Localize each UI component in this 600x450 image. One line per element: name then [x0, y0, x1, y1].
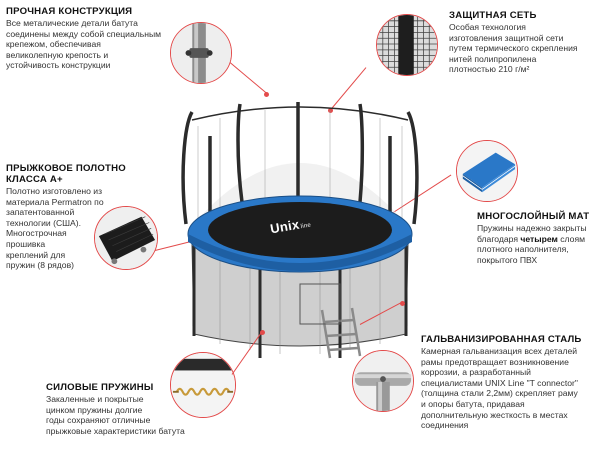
t-connector-icon [352, 350, 414, 412]
feature-net-line: плотностью 210 г/м² [449, 64, 530, 75]
feature-steel-line: рамы предотвращает возникновение [421, 356, 569, 367]
jumping-mat-icon [94, 206, 158, 270]
feature-mat-line: прошивка [6, 238, 46, 249]
feature-mat-line: пружин (8 рядов) [6, 260, 74, 271]
feature-mat: ПРЫЖКОВОЕ ПОЛОТНО КЛАССА А+ Полотно изго… [6, 163, 126, 271]
padding-layers-icon [456, 140, 518, 202]
feature-frame-title: ПРОЧНАЯ КОНСТРУКЦИЯ [6, 6, 133, 17]
feature-frame-text: Все металические детали батута соединены… [6, 18, 176, 71]
feature-pad-line: покрытого ПВХ [477, 254, 538, 265]
feature-mat-line: Полотно изготовлено из [6, 186, 103, 196]
steel-connector-dot [400, 301, 405, 306]
feature-steel-line: (толщина стали 2,2мм) скрепляет раму [421, 388, 578, 399]
feature-springs-title: СИЛОВЫЕ ПРУЖИНЫ [46, 382, 154, 393]
feature-steel-line: дополнительную жесткость в местах [421, 409, 568, 420]
feature-pad-line: плотного наполнителя, [477, 244, 569, 255]
springs-connector-dot [260, 330, 265, 335]
feature-net: ЗАЩИТНАЯ СЕТЬ Особая технология изготовл… [449, 10, 599, 75]
feature-steel-text: Камерная гальванизация всех деталей рамы… [421, 346, 599, 431]
feature-springs-line: цинком пружины долгие [46, 404, 143, 415]
frame-connector-dot [264, 92, 269, 97]
feature-mat-line: креплений для [6, 249, 66, 260]
feature-net-line: нитей полипропилена [449, 53, 537, 64]
feature-frame: ПРОЧНАЯ КОНСТРУКЦИЯ Все металические дет… [6, 6, 176, 71]
frame-connector-line [229, 62, 268, 94]
feature-mat-line: Многострочная [6, 228, 67, 239]
feature-mat-title-line: КЛАССА А+ [6, 174, 63, 185]
feature-steel-line: специалистами UNIX Line "T connector" [421, 377, 578, 388]
feature-mat-title-line: ПРЫЖКОВОЕ ПОЛОТНО [6, 163, 126, 174]
feature-springs-line: Закаленные и покрытые [46, 394, 144, 404]
safety-net-icon [376, 14, 438, 76]
feature-net-line: изготовления защитной сети [449, 32, 564, 43]
feature-steel-line: и опоры батута, придавая [421, 398, 525, 409]
feature-mat-line: материала Permatron по [6, 196, 104, 207]
feature-steel: ГАЛЬВАНИЗИРОВАННАЯ СТАЛЬ Камерная гальва… [421, 334, 599, 431]
feature-pad-text: Пружины надежно закрыты благодаря четыре… [477, 223, 599, 265]
feature-springs: СИЛОВЫЕ ПРУЖИНЫ Закаленные и покрытые ци… [46, 382, 216, 436]
feature-mat-text: Полотно изготовлено из материала Permatr… [6, 186, 126, 271]
feature-pad-title: МНОГОСЛОЙНЫЙ МАТ [477, 211, 590, 222]
brand-suffix: line [300, 222, 312, 231]
feature-net-title: ЗАЩИТНАЯ СЕТЬ [449, 10, 537, 21]
net-connector-dot [328, 108, 333, 113]
feature-pad-text-part: слоям [557, 233, 586, 244]
feature-mat-line: технологии (США). [6, 217, 82, 228]
feature-springs-line: прыжковые характеристики батута [46, 425, 185, 436]
feature-pad: МНОГОСЛОЙНЫЙ МАТ Пружины надежно закрыты… [477, 211, 599, 265]
feature-steel-title: ГАЛЬВАНИЗИРОВАННАЯ СТАЛЬ [421, 334, 582, 345]
feature-frame-line: крепежом, обеспечивая [6, 39, 101, 50]
frame-joint-icon [170, 22, 232, 84]
feature-pad-text-part: благодаря [477, 233, 521, 244]
feature-steel-line: Камерная гальванизация всех деталей [421, 346, 578, 356]
feature-net-line: путем термического скрепления [449, 43, 578, 54]
feature-pad-line: Пружины надежно закрыты [477, 223, 587, 233]
feature-frame-line: устойчивость конструкции [6, 60, 111, 71]
feature-steel-line: коррозии, а разработанный [421, 367, 531, 378]
feature-mat-title: ПРЫЖКОВОЕ ПОЛОТНО КЛАССА А+ [6, 163, 126, 185]
feature-frame-line: соединены между собой специальным [6, 28, 162, 39]
feature-steel-line: соединения [421, 420, 469, 431]
feature-net-line: Особая технология [449, 22, 526, 32]
feature-pad-line: благодаря четырем слоям [477, 234, 599, 245]
feature-mat-line: запатентованной [6, 207, 75, 218]
feature-frame-line: Все металические детали батута [6, 18, 138, 28]
spring-icon [170, 352, 236, 418]
feature-frame-line: великолепную крепость и [6, 49, 109, 60]
trampoline-image: Unixline [170, 96, 430, 366]
feature-springs-line: годы сохраняют отличные [46, 415, 151, 426]
feature-springs-text: Закаленные и покрытые цинком пружины дол… [46, 394, 216, 436]
feature-net-text: Особая технология изготовления защитной … [449, 22, 599, 75]
feature-pad-highlight: четырем [520, 233, 558, 244]
